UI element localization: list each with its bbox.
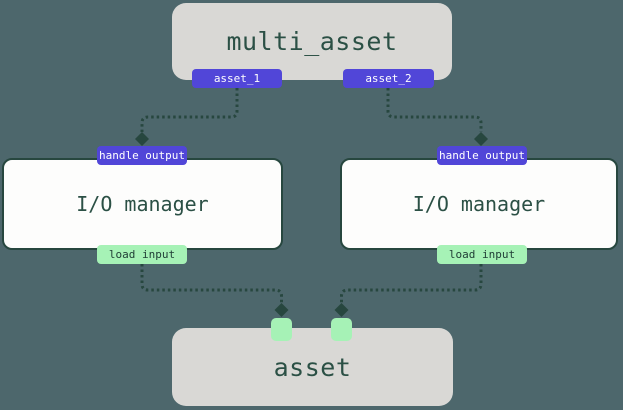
asset-input-handle-right xyxy=(331,318,352,341)
handle-output-badge-left-label: handle output xyxy=(98,149,186,162)
handle-output-badge-right-label: handle output xyxy=(438,149,526,162)
asset-label: asset xyxy=(273,352,352,382)
output-badge-asset-1-label: asset_1 xyxy=(213,72,261,85)
output-badge-asset-1: asset_1 xyxy=(192,69,282,88)
node-multi-asset: multi_asset xyxy=(172,3,452,80)
load-input-badge-right: load input xyxy=(437,245,527,264)
io-manager-left-label: I/O manager xyxy=(76,192,209,216)
handle-output-badge-left: handle output xyxy=(97,146,187,165)
io-manager-right-label: I/O manager xyxy=(412,192,546,216)
asset-input-handle-left xyxy=(271,318,292,341)
multi-asset-label: multi_asset xyxy=(226,27,398,56)
node-asset: asset xyxy=(172,328,453,406)
load-input-badge-left-label: load input xyxy=(108,248,176,261)
handle-output-badge-right: handle output xyxy=(437,146,527,165)
output-badge-asset-2: asset_2 xyxy=(343,69,434,88)
node-io-manager-right: I/O manager xyxy=(340,158,618,250)
output-badge-asset-2-label: asset_2 xyxy=(365,72,412,85)
load-input-badge-right-label: load input xyxy=(448,248,516,261)
load-input-badge-left: load input xyxy=(97,245,187,264)
